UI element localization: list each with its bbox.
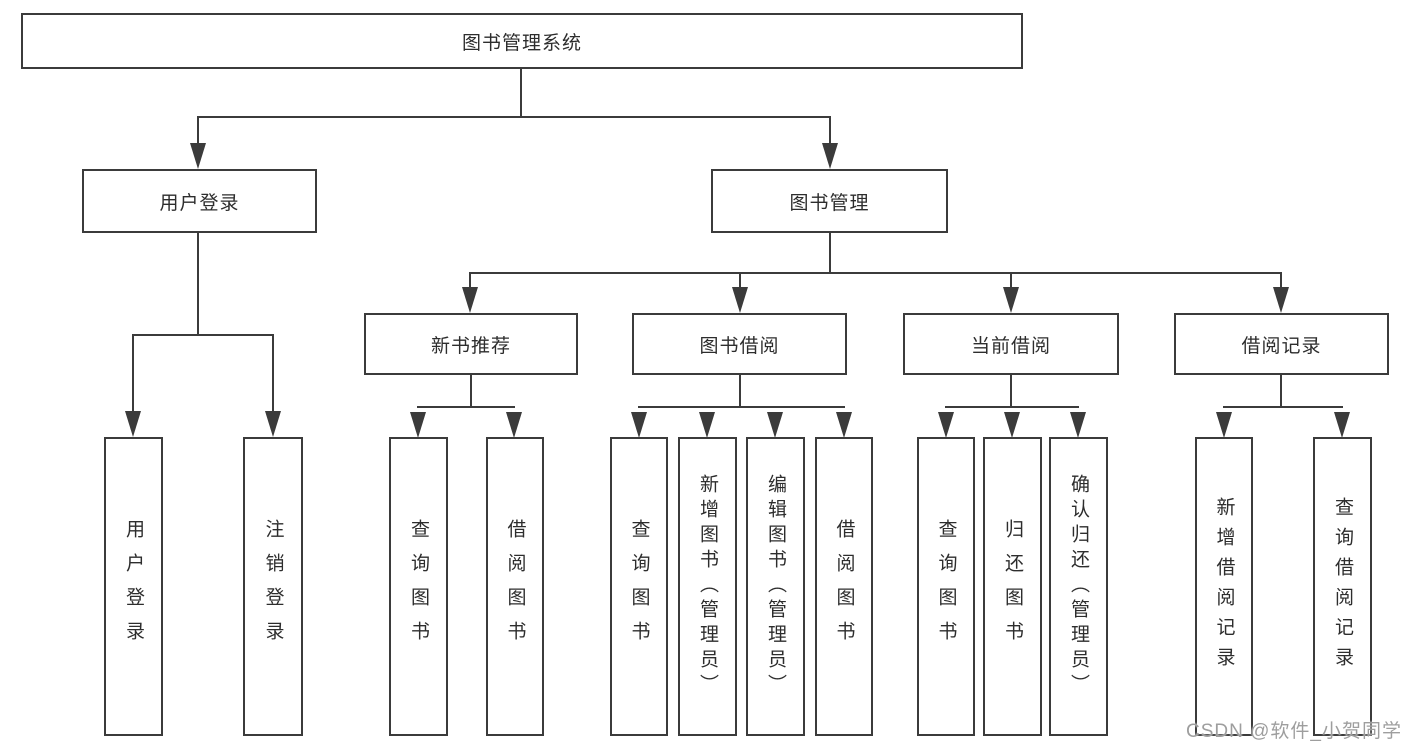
arrowhead-book-mgmt — [822, 143, 838, 169]
edge-book-borrow-stem — [739, 375, 741, 408]
node-leaf-cb-query-books: 查询图书 — [917, 437, 975, 736]
arrowhead-ul-logout — [265, 411, 281, 437]
edge-borrow-records-rail — [1223, 406, 1343, 408]
node-label: 新增图书（管理员） — [697, 474, 718, 699]
node-label: 当前借阅 — [970, 335, 1051, 357]
node-leaf-user-login: 用户登录 — [104, 437, 163, 736]
node-label: 确认归还（管理员） — [1068, 474, 1089, 699]
csdn-watermark: CSDN @软件_小贺同学 — [1186, 721, 1402, 742]
edge-borrow-records-drop — [1280, 272, 1282, 290]
arrowhead-br-add — [1216, 412, 1232, 438]
edge-user-login-drop — [197, 116, 199, 148]
arrowhead-nb-borrow — [506, 412, 522, 438]
node-label: 图书借阅 — [699, 335, 780, 357]
node-leaf-cb-return-books: 归还图书 — [983, 437, 1042, 736]
arrowhead-ul-login — [125, 411, 141, 437]
node-leaf-nb-borrow-books: 借阅图书 — [486, 437, 544, 736]
node-user-login: 用户登录 — [82, 169, 317, 233]
edge-ul-login-drop — [132, 334, 134, 414]
arrowhead-nb-query — [410, 412, 426, 438]
arrowhead-bb-query — [631, 412, 647, 438]
node-leaf-bb-query-books: 查询图书 — [610, 437, 668, 736]
edge-root-stem — [520, 69, 522, 117]
edge-current-borrow-drop — [1010, 272, 1012, 290]
node-label: 注销登录 — [262, 518, 284, 655]
node-leaf-bb-borrow-books: 借阅图书 — [815, 437, 873, 736]
node-library-management-system: 图书管理系统 — [21, 13, 1023, 69]
node-leaf-nb-query-books: 查询图书 — [389, 437, 448, 736]
node-label: 借阅记录 — [1241, 335, 1322, 357]
arrowhead-cb-confirm — [1070, 412, 1086, 438]
edge-current-borrow-rail — [945, 406, 1079, 408]
arrowhead-current-borrow — [1003, 287, 1019, 313]
node-label: 查询图书 — [408, 518, 429, 655]
node-label: 查询图书 — [628, 518, 650, 655]
node-label: 新书推荐 — [430, 335, 511, 357]
node-label: 编辑图书（管理员） — [765, 474, 786, 699]
edge-user-login-rail — [132, 334, 274, 336]
node-leaf-br-query-record: 查询借阅记录 — [1313, 437, 1372, 736]
node-book-borrowing: 图书借阅 — [632, 313, 847, 375]
edge-ul-logout-drop — [272, 334, 274, 414]
node-label: 借阅图书 — [833, 518, 855, 655]
node-leaf-bb-edit-books-admin: 编辑图书（管理员） — [746, 437, 805, 736]
node-label: 新增借阅记录 — [1213, 496, 1235, 677]
node-label: 用户登录 — [123, 518, 144, 655]
arrowhead-book-borrow — [732, 287, 748, 313]
node-label: 查询图书 — [935, 518, 957, 655]
node-label: 借阅图书 — [504, 518, 526, 655]
arrowhead-cb-query — [938, 412, 954, 438]
arrowhead-cb-return — [1004, 412, 1020, 438]
node-new-book-recommendation: 新书推荐 — [364, 313, 578, 375]
edge-book-mgmt-drop — [829, 116, 831, 148]
edge-borrow-records-stem — [1280, 375, 1282, 408]
arrowhead-br-query — [1334, 412, 1350, 438]
node-label: 用户登录 — [159, 192, 240, 214]
edge-new-book-rec-drop — [469, 272, 471, 290]
arrowhead-bb-add — [699, 412, 715, 438]
edge-book-borrow-rail — [638, 406, 845, 408]
node-leaf-br-add-record: 新增借阅记录 — [1195, 437, 1253, 736]
node-book-management: 图书管理 — [711, 169, 948, 233]
node-leaf-cb-confirm-return-admin: 确认归还（管理员） — [1049, 437, 1108, 736]
node-leaf-logout: 注销登录 — [243, 437, 303, 736]
edge-book-borrow-drop — [739, 272, 741, 290]
edge-level2-rail — [197, 116, 831, 118]
edge-new-book-rec-stem — [470, 375, 472, 408]
arrowhead-borrow-records — [1273, 287, 1289, 313]
node-label: 归还图书 — [1002, 518, 1023, 655]
edge-current-borrow-stem — [1010, 375, 1012, 408]
arrowhead-new-book-rec — [462, 287, 478, 313]
node-current-borrowing: 当前借阅 — [903, 313, 1119, 375]
arrowhead-bb-borrow — [836, 412, 852, 438]
edge-user-login-stem — [197, 232, 199, 336]
node-label: 图书管理系统 — [461, 32, 582, 54]
node-label: 查询借阅记录 — [1332, 496, 1353, 677]
edge-book-mgmt-stem — [829, 233, 831, 273]
node-borrowing-records: 借阅记录 — [1174, 313, 1389, 375]
edge-level3-rail — [470, 272, 1282, 274]
node-leaf-bb-add-books-admin: 新增图书（管理员） — [678, 437, 737, 736]
arrowhead-user-login — [190, 143, 206, 169]
arrowhead-bb-edit — [767, 412, 783, 438]
edge-new-book-rec-rail — [417, 406, 515, 408]
node-label: 图书管理 — [789, 192, 870, 214]
